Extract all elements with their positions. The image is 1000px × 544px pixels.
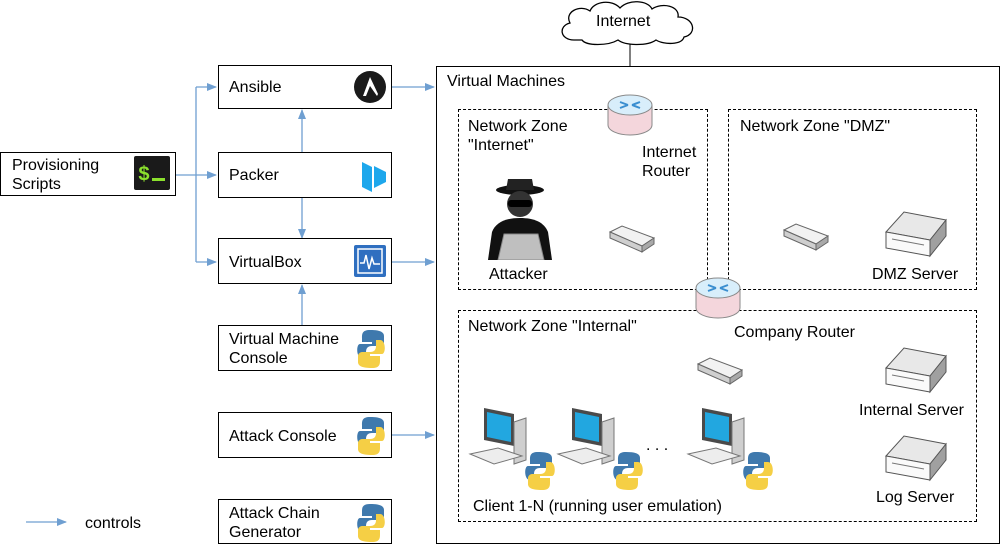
attacker-icon — [488, 179, 552, 260]
python-logo-icon — [357, 504, 385, 542]
dmz-server-label: DMZ Server — [872, 266, 959, 283]
vm-console-label: Virtual Machine Console — [229, 331, 339, 367]
provisioning-scripts-label: Provisioning Scripts — [12, 157, 100, 193]
internet-cloud-label: Internet — [596, 13, 651, 30]
virtual-machines-title: Virtual Machines — [447, 73, 565, 90]
internal-switch-icon — [696, 357, 744, 385]
attack-chain-generator-label: Attack Chain Generator — [229, 505, 320, 541]
zone-dmz — [728, 109, 977, 290]
virtualbox-logo-icon — [354, 245, 386, 277]
internal-server-icon — [885, 347, 947, 394]
python-logo-icon — [357, 330, 385, 368]
legend-controls-label: controls — [85, 515, 142, 532]
zone-internal-label: Network Zone "Internal" — [468, 318, 637, 335]
terminal-icon: $ — [134, 156, 170, 190]
company-router-label: Company Router — [734, 324, 855, 341]
packer-label: Packer — [229, 167, 279, 184]
packer-logo-icon — [362, 162, 386, 192]
python-logo-icon — [357, 417, 385, 455]
log-server-label: Log Server — [876, 489, 955, 506]
attacker-label: Attacker — [489, 266, 548, 283]
company-router-icon — [695, 277, 741, 319]
zone-internet — [458, 109, 708, 290]
client-workstation-icon — [686, 408, 773, 490]
internet-zone-switch-icon — [608, 225, 656, 253]
log-server-icon — [885, 435, 947, 482]
ansible-logo-icon — [354, 71, 386, 103]
ansible-label: Ansible — [229, 79, 282, 96]
internet-router-label: Internet Router — [642, 144, 697, 180]
dmz-switch-icon — [782, 223, 830, 251]
svg-text:$: $ — [138, 164, 150, 187]
zone-dmz-label: Network Zone "DMZ" — [740, 118, 891, 135]
dmz-server-icon — [885, 211, 947, 258]
internet-cloud-icon — [561, 1, 694, 46]
clients-ellipsis: . . . — [646, 437, 669, 454]
attack-console-label: Attack Console — [229, 428, 337, 445]
client-workstation-icon — [556, 408, 643, 490]
client-workstation-icon — [468, 408, 555, 490]
internet-router-icon — [607, 94, 653, 136]
internal-server-label: Internal Server — [859, 402, 964, 419]
zone-internet-label: Network Zone "Internet" — [468, 118, 568, 154]
control-arrows — [26, 83, 435, 526]
clients-label: Client 1-N (running user emulation) — [473, 498, 722, 515]
virtualbox-label: VirtualBox — [229, 254, 302, 271]
